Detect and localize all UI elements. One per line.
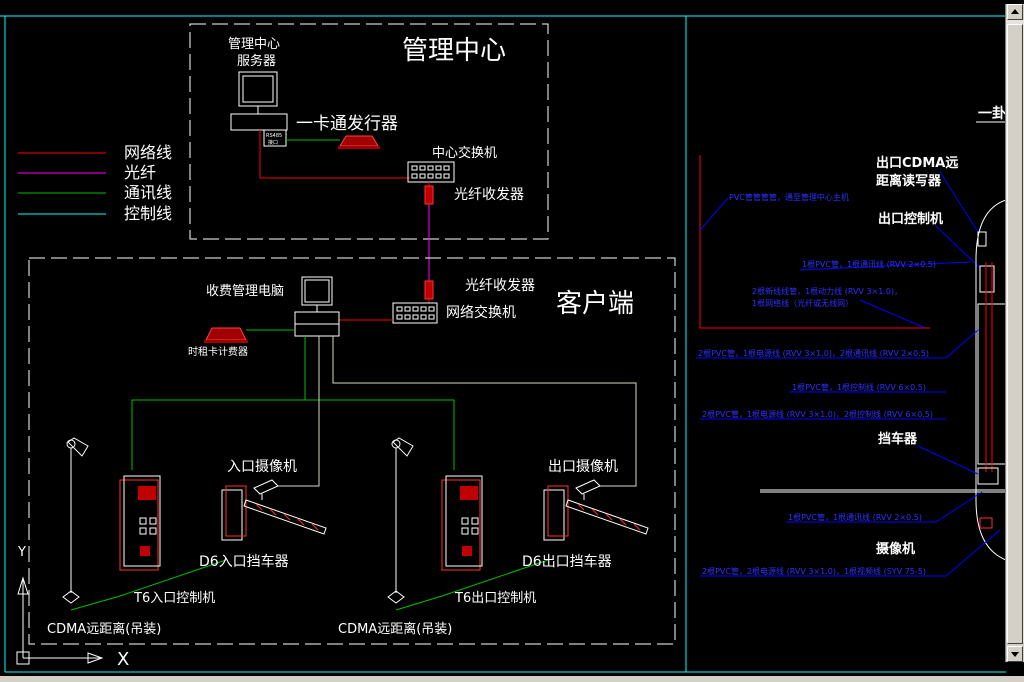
- legend-label-comm: 通讯线: [124, 183, 172, 202]
- entry-camera-icon: [253, 479, 279, 500]
- fiber-transceiver-top-label: 光纤收发器: [454, 187, 524, 203]
- server-to-switch-network-line: [259, 130, 410, 179]
- plan-exit-cdma-label-1: 出口CDMA远: [876, 155, 958, 171]
- rs485-label: RS485: [266, 133, 282, 139]
- plan-note2: 1根PVC管，1根通讯线 (RVV 2×0.5): [802, 259, 936, 269]
- scroll-up-button[interactable]: [1007, 4, 1023, 20]
- entry-controller-icon: [119, 475, 161, 571]
- plan-note4: 2根PVC管，1根电源线 (RVV 3×1.0)，2根通讯线 (RVV 2×0.…: [698, 348, 929, 358]
- vertical-scrollbar[interactable]: [1005, 4, 1024, 662]
- plan-note8: 2根PVC管，2根电源线 (RVV 3×1.0)，1根视频线 (SYV 75-5…: [702, 566, 926, 576]
- server-computer-icon: [230, 71, 288, 131]
- plan-network-conduit-line: [699, 155, 930, 329]
- exit-cdma-label: CDMA远距离(吊装): [338, 621, 452, 637]
- exit-controller-label: T6出口控制机: [454, 591, 536, 606]
- fiber-transceiver-bottom-label: 光纤收发器: [465, 278, 535, 294]
- center-switch-label: 中心交换机: [432, 145, 497, 161]
- exit-cdma-pole-icon: [387, 437, 414, 604]
- exit-camera-icon: [575, 479, 601, 500]
- horizontal-scrollbar[interactable]: [0, 676, 1024, 682]
- fee-pc-label: 收费管理电脑: [206, 284, 284, 299]
- network-switch-icon: [392, 302, 438, 324]
- ucs-icon: X Y: [16, 545, 129, 670]
- exit-ctrl-to-barrier-line: [395, 559, 549, 611]
- center-switch-icon: [407, 161, 455, 183]
- plan-camera-icon: [979, 517, 993, 529]
- plan-note1: PVC管管管管，通至管理中心主机: [729, 192, 849, 202]
- client-title: 客户端: [556, 289, 634, 319]
- time-card-meter-label: 时租卡计费器: [188, 345, 248, 358]
- mgmt-center-boundary: [189, 23, 549, 240]
- scroll-down-button[interactable]: [1007, 646, 1023, 662]
- server-label-line1: 管理中心: [228, 37, 280, 52]
- rs485-port-label: 接口: [268, 139, 278, 146]
- fiber-transceiver-bottom-icon: [424, 280, 434, 300]
- plan-cdma-reader-icon: [977, 231, 987, 247]
- plan-barrier-icon: [977, 467, 999, 485]
- client-boundary: [28, 257, 676, 645]
- plan-view-panel: 一卦 PVC管管管管，通至管理中心主机 出口CDMA远 距离读写器 出口控制机 …: [696, 105, 1006, 577]
- legend-label-network: 网络线: [124, 143, 172, 162]
- network-switch-label: 网络交换机: [446, 304, 516, 321]
- entry-controller-label: T6入口控制机: [133, 591, 215, 606]
- exit-controller-icon: [441, 475, 483, 571]
- legend: 网络线 光纤 通讯线 控制线: [18, 143, 172, 223]
- cad-drawing: 网络线 光纤 通讯线 控制线 管理中心 管理中心 服务器 RS485 接口 一卡…: [0, 15, 1006, 673]
- ucs-y-label: Y: [17, 545, 26, 560]
- pc-to-exit-camera-line: [332, 336, 637, 487]
- fee-pc-computer-icon: [294, 276, 340, 337]
- fiber-transceiver-top-icon: [424, 185, 434, 205]
- plan-exit-controller-icon: [979, 265, 995, 293]
- plan-note1-leader: [699, 197, 729, 231]
- plan-exit-ctrl-label: 出口控制机: [878, 211, 943, 227]
- plan-note5: 1根PVC管，1根控制线 (RVV 6×0.5): [792, 382, 926, 392]
- exit-camera-label: 出口摄像机: [548, 459, 618, 475]
- plan-camera-label: 摄像机: [876, 541, 915, 557]
- legend-label-control: 控制线: [124, 204, 172, 223]
- pc-to-entry-ctrl-comm-line: [131, 336, 306, 470]
- card-issuer-icon: [338, 135, 380, 149]
- exit-barrier-label: D6出口挡车器: [522, 553, 612, 570]
- entry-ctrl-to-barrier-line: [70, 559, 227, 611]
- entry-barrier-icon: [221, 485, 327, 541]
- mgmt-center-title: 管理中心: [402, 36, 506, 66]
- plan-island-outline: [975, 199, 1006, 561]
- rs485-converter-icon: RS485 接口: [263, 129, 287, 147]
- ucs-x-label: X: [117, 649, 129, 670]
- scrollbar-thumb[interactable]: [1007, 24, 1023, 644]
- plan-barrier-label: 挡车器: [878, 431, 918, 447]
- pc-to-entry-camera-line: [278, 336, 320, 487]
- arrow-down-icon: [1011, 652, 1019, 657]
- entry-cdma-label: CDMA远距离(吊装): [47, 621, 161, 637]
- plan-note7: 1根PVC管，1根通讯线 (RVV 2×0.5): [788, 512, 922, 522]
- server-label-line2: 服务器: [237, 53, 276, 69]
- pc-to-exit-ctrl-comm-line: [305, 399, 455, 470]
- plan-note3b: 1根网络线（光纤或无线网）: [752, 298, 853, 308]
- card-issuer-label: 一卡通发行器: [296, 114, 398, 134]
- entry-cdma-pole-icon: [62, 437, 89, 604]
- entry-barrier-label: D6入口挡车器: [199, 553, 289, 570]
- plan-top-label: 一卦: [978, 105, 1006, 122]
- plan-note3a: 2根新线线管，1根动力线 (RVV 3×1.0)，: [752, 286, 902, 296]
- plan-exit-cdma-label-2: 距离读写器: [876, 173, 942, 189]
- entry-camera-label: 入口摄像机: [227, 459, 297, 475]
- exit-barrier-icon: [543, 485, 649, 541]
- time-card-meter-icon: [204, 327, 248, 343]
- plan-note6: 2根PVC管，1根电源线 (RVV 3×1.0)，2根控制线 (RVV 6×0.…: [702, 409, 933, 419]
- arrow-up-icon: [1011, 9, 1019, 14]
- legend-label-fiber: 光纤: [124, 163, 156, 182]
